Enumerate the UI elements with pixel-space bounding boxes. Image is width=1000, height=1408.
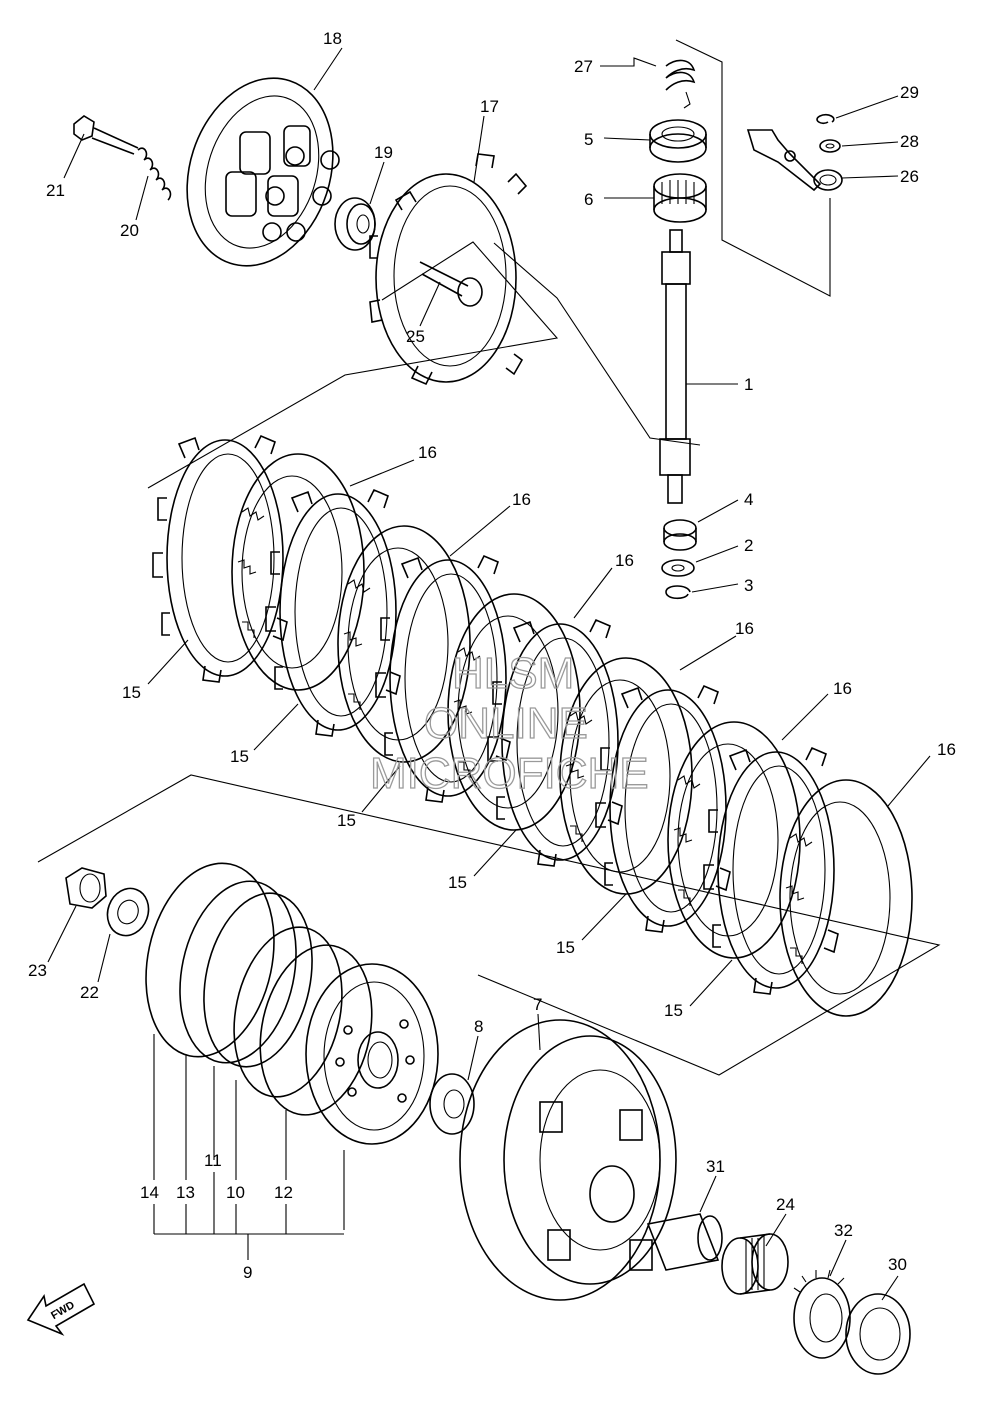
spring-20	[137, 147, 172, 201]
callout-16b: 16	[512, 490, 531, 509]
steel-plate-16	[667, 721, 801, 959]
callout-14: 14	[140, 1183, 159, 1202]
spring-27	[665, 59, 696, 109]
bushing-31	[646, 1213, 723, 1271]
needle-bearing-24	[721, 1233, 789, 1295]
callout-15e: 15	[556, 938, 575, 957]
callout-labels: 1 2 3 4 5 6 7 8 9 10 11 12 13 14 15 15 1…	[28, 29, 956, 1282]
spring-seat-13	[179, 880, 297, 1064]
callout-31: 31	[706, 1157, 725, 1176]
callout-20: 20	[120, 221, 139, 240]
callout-21: 21	[46, 181, 65, 200]
callout-15b: 15	[230, 747, 249, 766]
callout-1: 1	[744, 375, 753, 394]
callout-18: 18	[323, 29, 342, 48]
callout-15a: 15	[122, 683, 141, 702]
nut-23	[65, 867, 107, 909]
washer-30	[845, 1293, 911, 1375]
callout-9: 9	[243, 1263, 252, 1282]
fwd-arrow-icon: FWD	[26, 1282, 96, 1336]
clutch-boss-assembly-9	[145, 862, 439, 1145]
callout-16a: 16	[418, 443, 437, 462]
friction-plate-15	[265, 489, 401, 737]
callout-16f: 16	[937, 740, 956, 759]
bearing-19	[334, 197, 376, 251]
steel-plate-12	[259, 944, 373, 1116]
callout-23: 23	[28, 961, 47, 980]
callout-27: 27	[574, 57, 593, 76]
thrust-washer-8	[429, 1073, 475, 1135]
bearing-6	[653, 173, 707, 223]
callout-6: 6	[584, 190, 593, 209]
circlip-3	[665, 585, 691, 600]
primary-driven-gear-7	[459, 1019, 677, 1301]
callout-19: 19	[374, 143, 393, 162]
callout-24: 24	[776, 1195, 795, 1214]
callout-28: 28	[900, 132, 919, 151]
callout-29: 29	[900, 83, 919, 102]
spring-plate-14	[145, 862, 275, 1058]
washer-2	[661, 559, 695, 577]
callout-15c: 15	[337, 811, 356, 830]
seal-5	[649, 119, 707, 163]
washer-22	[106, 887, 150, 937]
gear-32	[793, 1269, 851, 1359]
watermark-line2: ONLINE	[424, 699, 588, 748]
callout-26: 26	[900, 167, 919, 186]
callout-5: 5	[584, 130, 593, 149]
callout-10: 10	[226, 1183, 245, 1202]
washer-28	[819, 139, 841, 153]
lower-assembly-outline	[37, 774, 941, 1076]
pushrod-25	[419, 261, 483, 307]
shaft-guide-line	[493, 242, 701, 446]
callout-16d: 16	[735, 619, 754, 638]
watermark-line1: HLSM	[452, 649, 574, 698]
callout-32: 32	[834, 1221, 853, 1240]
pushrod-assembly-outline	[675, 39, 831, 297]
clutch-boss	[305, 963, 439, 1145]
friction-plate-15	[152, 435, 288, 683]
clip-29	[816, 113, 835, 125]
watermark: HLSM ONLINE MICROFICHE	[369, 648, 649, 798]
upper-assembly-outline	[147, 241, 559, 489]
bearing-4	[663, 519, 697, 551]
callout-30: 30	[888, 1255, 907, 1274]
pressure-plate-18	[186, 77, 340, 267]
callout-11: 11	[204, 1151, 222, 1170]
callout-25: 25	[406, 327, 425, 346]
friction-plate-17	[369, 153, 528, 386]
callout-15d: 15	[448, 873, 467, 892]
callout-8: 8	[474, 1017, 483, 1036]
callout-12: 12	[274, 1183, 293, 1202]
bolt-21	[73, 115, 139, 155]
callout-22: 22	[80, 983, 99, 1002]
callout-13: 13	[176, 1183, 195, 1202]
callout-7: 7	[533, 995, 542, 1014]
friction-plate-15	[595, 685, 731, 933]
callout-3: 3	[744, 576, 753, 595]
callout-17: 17	[480, 97, 499, 116]
leader-lines	[47, 47, 931, 1301]
push-lever-26	[746, 129, 843, 192]
callout-2: 2	[744, 536, 753, 555]
watermark-line3: MICROFICHE	[370, 749, 649, 798]
callout-16e: 16	[833, 679, 852, 698]
callout-15f: 15	[664, 1001, 683, 1020]
pushrod-shaft-1	[659, 229, 691, 504]
friction-plate-10	[233, 926, 343, 1098]
callout-16c: 16	[615, 551, 634, 570]
steel-plate-16	[779, 779, 913, 1017]
callout-4: 4	[744, 490, 753, 509]
